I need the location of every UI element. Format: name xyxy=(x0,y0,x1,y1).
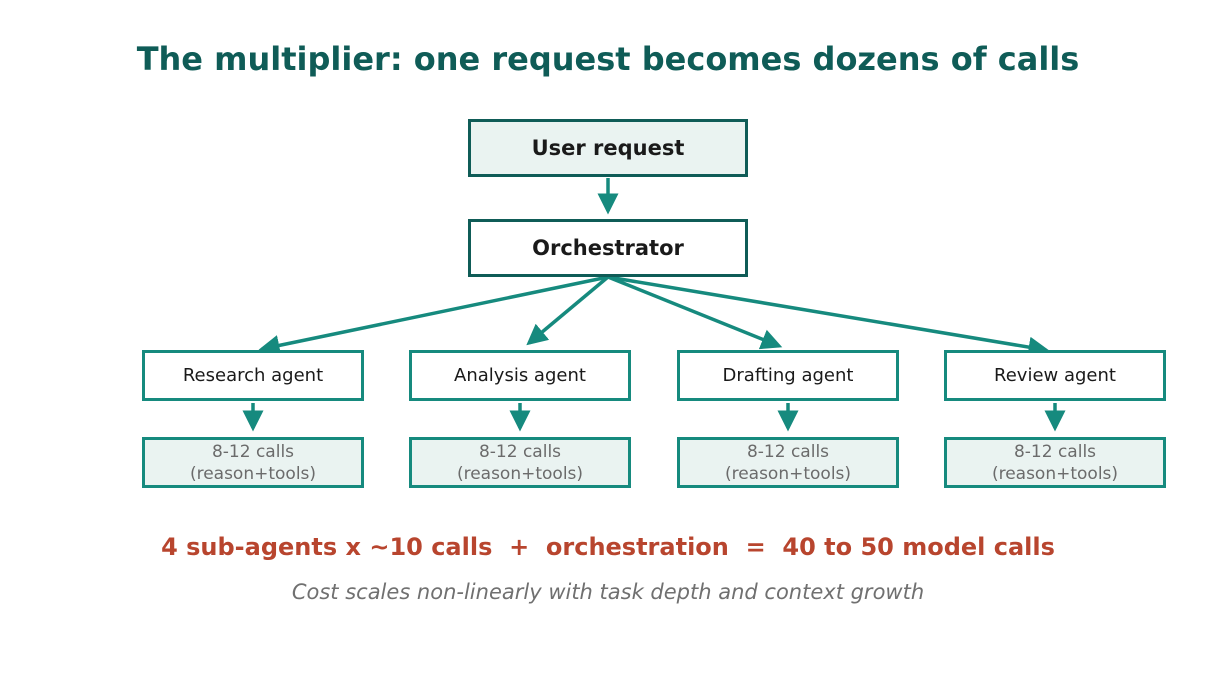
calls-detail: (reason+tools) xyxy=(456,463,584,484)
arrow-orchestrator-to-drafting xyxy=(607,275,783,350)
calls-count: 8-12 calls xyxy=(746,441,830,462)
call-count-formula: 4 sub-agents x ~10 calls + orchestration… xyxy=(161,533,1055,561)
arrow-orchestrator-to-research xyxy=(258,275,609,356)
orchestrator-label: Orchestrator xyxy=(532,236,684,260)
review-agent-node: Review agent xyxy=(944,350,1166,401)
calls-count: 8-12 calls xyxy=(1013,441,1097,462)
research-calls-node: 8-12 calls (reason+tools) xyxy=(142,437,364,488)
calls-count: 8-12 calls xyxy=(478,441,562,462)
calls-detail: (reason+tools) xyxy=(189,463,317,484)
analysis-calls-node: 8-12 calls (reason+tools) xyxy=(409,437,631,488)
diagram-title: The multiplier: one request becomes doze… xyxy=(136,40,1080,78)
calls-count: 8-12 calls xyxy=(211,441,295,462)
user-request-label: User request xyxy=(531,136,685,160)
drafting-calls-node: 8-12 calls (reason+tools) xyxy=(677,437,899,488)
analysis-agent-node: Analysis agent xyxy=(409,350,631,401)
agent-label: Drafting agent xyxy=(722,365,854,386)
calls-detail: (reason+tools) xyxy=(724,463,852,484)
arrow-orchestrator-to-review xyxy=(607,275,1050,358)
cost-scaling-note: Cost scales non-linearly with task depth… xyxy=(291,580,925,604)
user-request-node: User request xyxy=(468,119,748,177)
agent-label: Research agent xyxy=(182,365,324,386)
research-agent-node: Research agent xyxy=(142,350,364,401)
drafting-agent-node: Drafting agent xyxy=(677,350,899,401)
agent-label: Review agent xyxy=(994,365,1116,386)
orchestrator-node: Orchestrator xyxy=(468,219,748,277)
review-calls-node: 8-12 calls (reason+tools) xyxy=(944,437,1166,488)
calls-detail: (reason+tools) xyxy=(991,463,1119,484)
agent-label: Analysis agent xyxy=(454,365,586,386)
arrow-orchestrator-to-analysis xyxy=(526,275,610,346)
